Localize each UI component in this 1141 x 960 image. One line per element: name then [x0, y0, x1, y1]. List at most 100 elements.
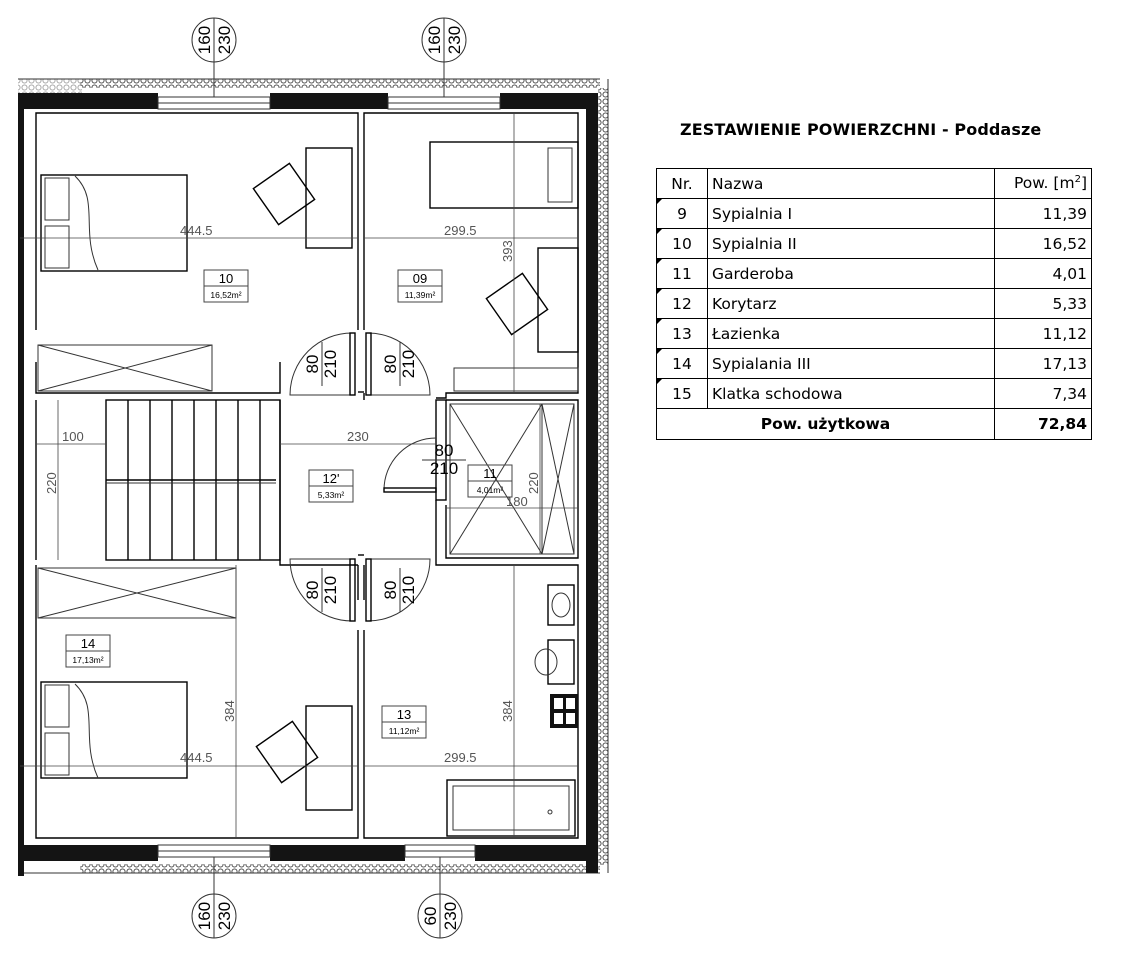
- svg-text:5,33m²: 5,33m²: [318, 490, 345, 500]
- table-row: 15 Klatka schodowa 7,34: [656, 378, 1092, 409]
- svg-text:11,39m²: 11,39m²: [405, 290, 436, 300]
- dimension-label: 384: [500, 700, 515, 722]
- svg-text:80: 80: [381, 581, 400, 600]
- svg-text:16,52m²: 16,52m²: [210, 290, 241, 300]
- svg-text:160: 160: [195, 902, 214, 930]
- area-table: Nr. Nazwa Pow. [m2] 9 Sypialnia I 11,39 …: [656, 168, 1092, 440]
- insulation-top: [80, 79, 600, 88]
- svg-text:14: 14: [81, 636, 95, 651]
- window-tag: 160 230: [191, 17, 237, 97]
- window-tags: 160 230 160 230 160 230 60 230: [191, 17, 467, 939]
- outer-walls: [18, 93, 598, 876]
- svg-text:210: 210: [399, 576, 418, 604]
- dimension-label: 393: [500, 240, 515, 262]
- room-label-13: 13 11,12m²: [381, 705, 427, 739]
- window-tag: 160 230: [421, 17, 467, 97]
- svg-text:210: 210: [399, 350, 418, 378]
- door-swings: [289, 332, 437, 622]
- row-nr: 15: [656, 378, 708, 409]
- room-label-12: 12' 5,33m²: [308, 469, 354, 503]
- row-nr: 9: [656, 198, 708, 229]
- door-labels: 80 210 80 210 80 210 80 210 80 210: [303, 342, 466, 612]
- dimension-label: 299.5: [444, 223, 477, 238]
- header-area: Pow. [m2]: [994, 168, 1092, 199]
- dimension-label: 220: [44, 472, 59, 494]
- window-tag: 60 230: [417, 857, 463, 939]
- dimension-label: 444.5: [180, 750, 213, 765]
- dimension-label: 444.5: [180, 223, 213, 238]
- room-label-10: 10 16,52m²: [203, 269, 249, 303]
- svg-text:230: 230: [215, 26, 234, 54]
- staircase: [105, 399, 281, 561]
- svg-text:210: 210: [430, 459, 458, 478]
- row-nr: 12: [656, 288, 708, 319]
- window-tag: 160 230: [191, 857, 237, 939]
- svg-text:230: 230: [445, 26, 464, 54]
- row-name: Korytarz: [707, 288, 995, 319]
- header-nr: Nr.: [656, 168, 708, 199]
- dimension-label: 299.5: [444, 750, 477, 765]
- dimension-label: 384: [222, 700, 237, 722]
- svg-text:160: 160: [195, 26, 214, 54]
- header-name: Nazwa: [707, 168, 995, 199]
- svg-text:09: 09: [413, 271, 427, 286]
- row-name: Sypialania III: [707, 348, 995, 379]
- svg-text:80: 80: [303, 355, 322, 374]
- svg-text:80: 80: [435, 441, 454, 460]
- row-nr: 10: [656, 228, 708, 259]
- table-title: ZESTAWIENIE POWIERZCHNI - Poddasze: [680, 120, 1042, 139]
- floor-plan: 444.5 299.5 393 100 230 220 220 180 384 …: [18, 17, 609, 939]
- svg-text:80: 80: [381, 355, 400, 374]
- door-label: 80 210: [303, 568, 340, 612]
- door-label: 80 210: [381, 342, 418, 386]
- svg-text:4,01m²: 4,01m²: [477, 485, 504, 495]
- svg-text:13: 13: [397, 707, 411, 722]
- furniture: [37, 141, 579, 837]
- svg-text:11,12m²: 11,12m²: [389, 726, 420, 736]
- row-area: 7,34: [994, 378, 1092, 409]
- row-nr: 11: [656, 258, 708, 289]
- table-header-row: Nr. Nazwa Pow. [m2]: [656, 168, 1092, 199]
- svg-text:12': 12': [323, 471, 340, 486]
- row-name: Łazienka: [707, 318, 995, 349]
- table-row: 11 Garderoba 4,01: [656, 258, 1092, 289]
- svg-text:230: 230: [215, 902, 234, 930]
- dimension-label: 220: [526, 472, 541, 494]
- room-label-14: 14 17,13m²: [65, 634, 111, 668]
- row-nr: 13: [656, 318, 708, 349]
- insulation-right: [598, 88, 608, 865]
- svg-text:11: 11: [483, 466, 497, 481]
- row-area: 16,52: [994, 228, 1092, 259]
- room-label-11: 11 4,01m²: [467, 464, 513, 498]
- dimension-label: 100: [62, 429, 84, 444]
- svg-text:17,13m²: 17,13m²: [72, 655, 103, 665]
- row-area: 5,33: [994, 288, 1092, 319]
- svg-text:210: 210: [321, 350, 340, 378]
- row-nr: 14: [656, 348, 708, 379]
- table-row: 13 Łazienka 11,12: [656, 318, 1092, 349]
- row-name: Garderoba: [707, 258, 995, 289]
- insulation-bottom: [80, 864, 600, 873]
- svg-text:60: 60: [421, 907, 440, 926]
- total-value: 72,84: [994, 408, 1092, 440]
- room-labels: 10 16,52m² 09 11,39m² 12' 5,33m² 11 4,01…: [65, 269, 513, 739]
- dimension-labels: 444.5 299.5 393 100 230 220 220 180 384 …: [44, 223, 541, 765]
- door-label: 80 210: [381, 568, 418, 612]
- svg-text:160: 160: [425, 26, 444, 54]
- interior-walls: [35, 112, 579, 839]
- row-area: 4,01: [994, 258, 1092, 289]
- door-label: 80 210: [303, 342, 340, 386]
- row-area: 11,12: [994, 318, 1092, 349]
- row-name: Klatka schodowa: [707, 378, 995, 409]
- room-label-09: 09 11,39m²: [397, 269, 443, 303]
- table-row: 9 Sypialnia I 11,39: [656, 198, 1092, 229]
- total-row: Pow. użytkowa 72,84: [656, 408, 1092, 440]
- row-area: 17,13: [994, 348, 1092, 379]
- row-name: Sypialnia I: [707, 198, 995, 229]
- svg-text:80: 80: [303, 581, 322, 600]
- svg-text:230: 230: [441, 902, 460, 930]
- insulation-left: [18, 79, 82, 93]
- door-label: 80 210: [422, 441, 466, 478]
- row-name: Sypialnia II: [707, 228, 995, 259]
- dimension-lines: [20, 113, 578, 838]
